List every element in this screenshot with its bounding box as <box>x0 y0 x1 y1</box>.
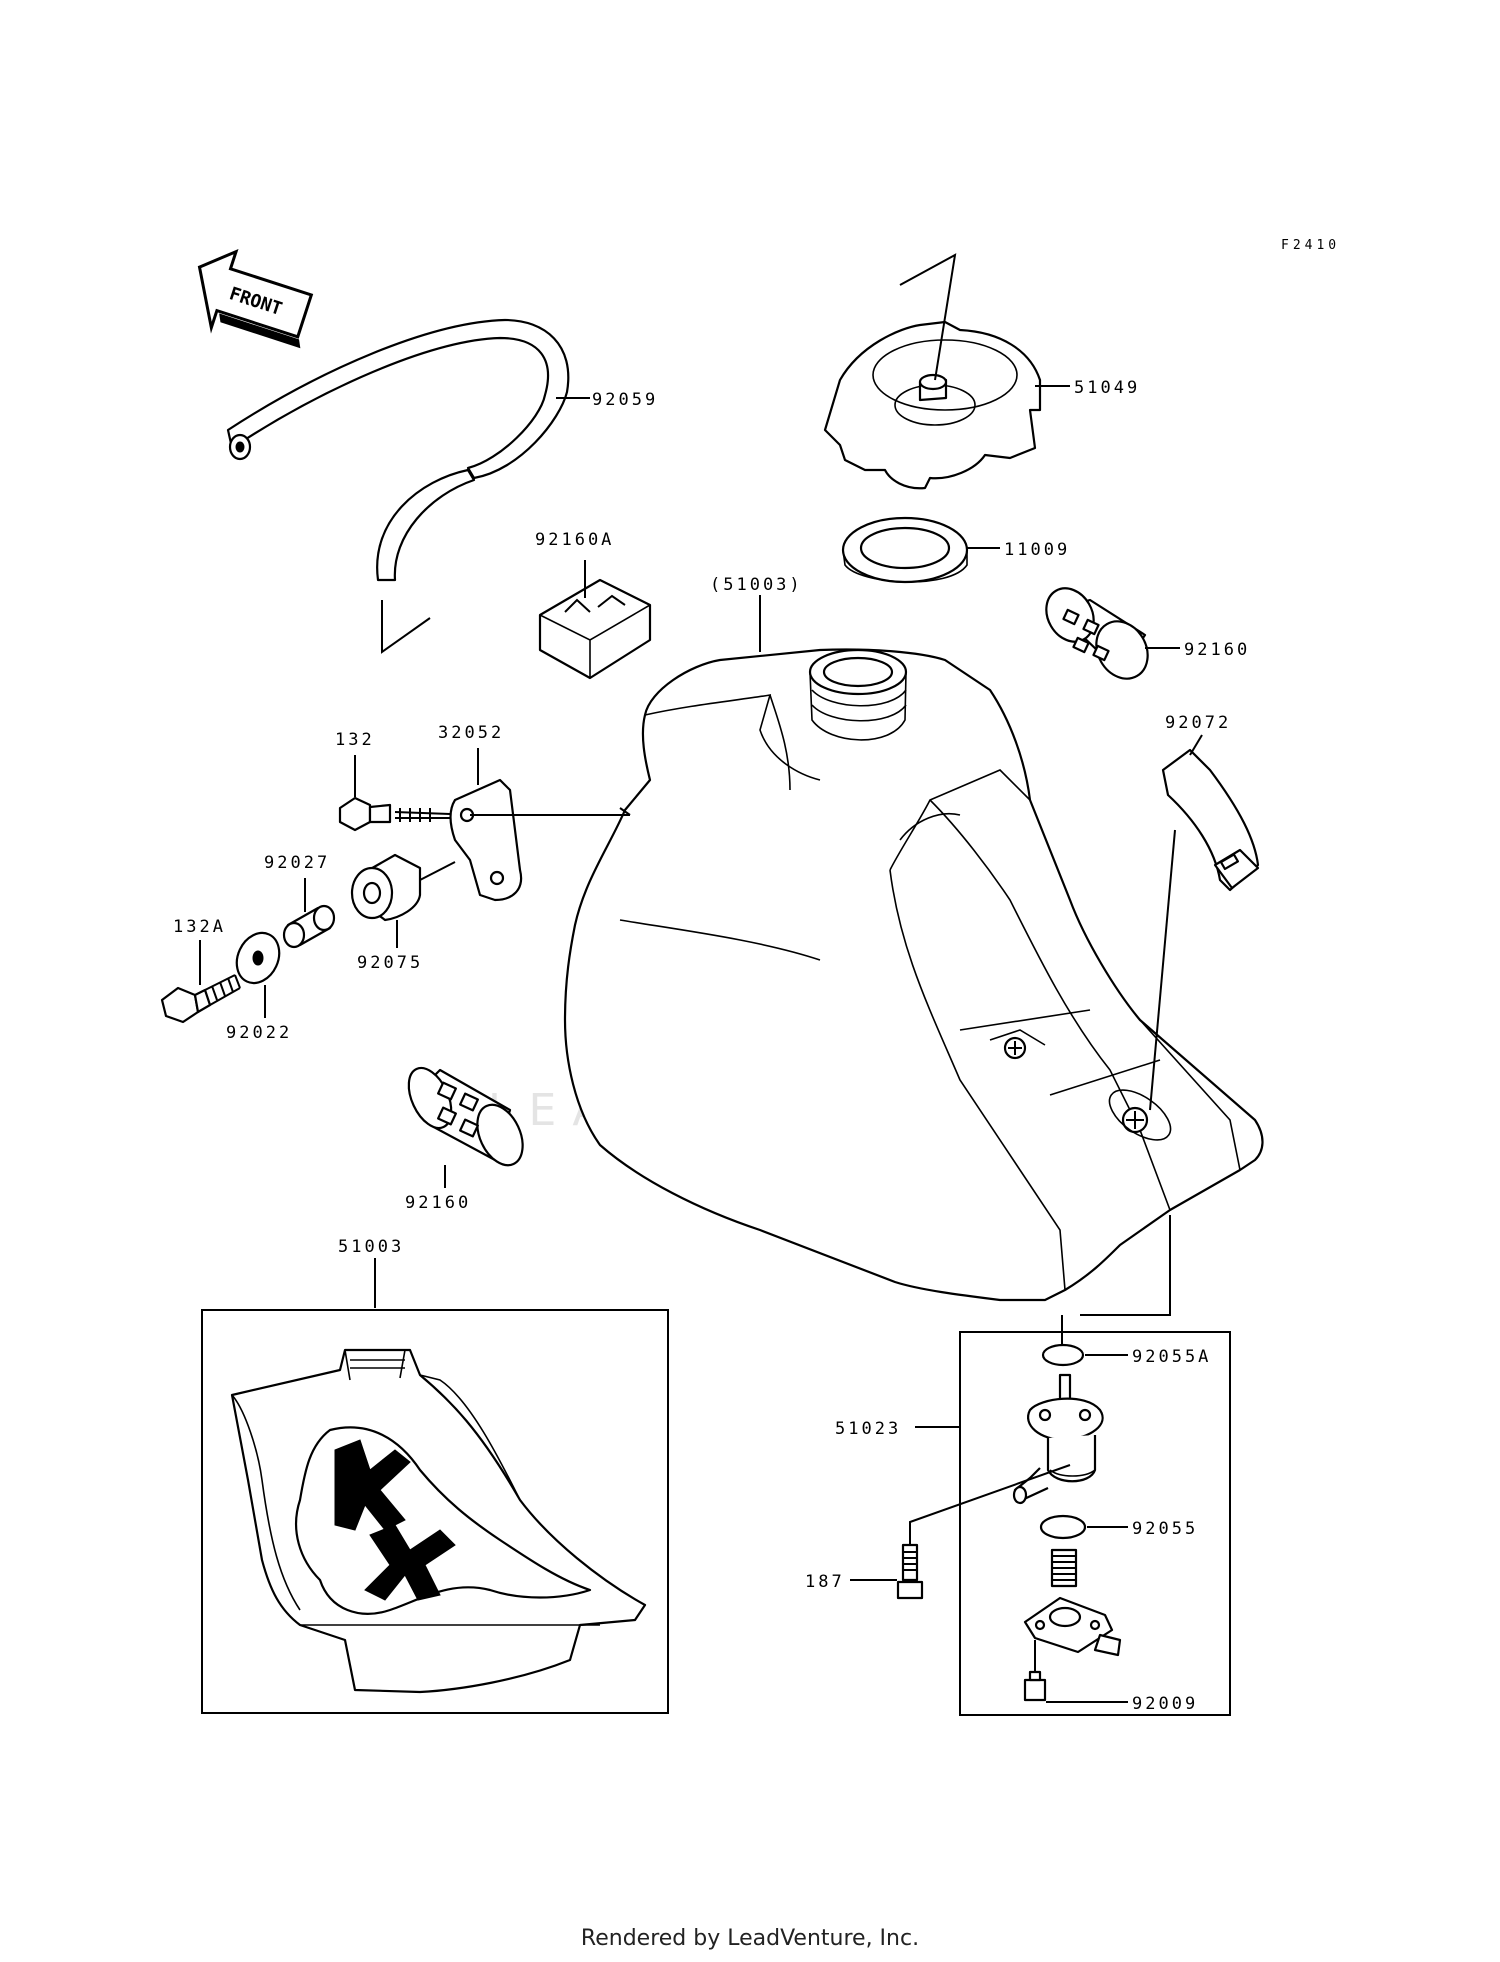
cap-gasket <box>841 516 969 584</box>
label-cock-bolt: 187 <box>805 1572 845 1592</box>
front-arrow-icon: FRONT <box>197 248 314 349</box>
label-cap: 51049 <box>1074 378 1140 398</box>
bolt-132a <box>160 974 241 1024</box>
label-damper: 92075 <box>357 953 423 973</box>
label-screw: 92009 <box>1132 1694 1198 1714</box>
tank-bracket <box>449 778 631 902</box>
washer <box>235 931 281 985</box>
rubber-band-left <box>407 1066 524 1167</box>
rubber-band-block <box>538 578 652 680</box>
collar <box>282 904 336 949</box>
label-band-left: 92160 <box>405 1193 471 1213</box>
figure-code: F2410 <box>1281 238 1340 253</box>
tank-decal-box <box>201 1309 669 1714</box>
label-fuel-cock: 51023 <box>835 1419 901 1439</box>
label-bracket: 32052 <box>438 723 504 743</box>
fuel-cock-box <box>959 1331 1231 1716</box>
label-tank-ref: (51003) <box>710 575 803 595</box>
rubber-damper <box>350 853 456 922</box>
decal-tank <box>230 1348 647 1694</box>
label-o-ring-a: 92055A <box>1132 1347 1211 1367</box>
label-bolt-a: 132A <box>173 917 226 937</box>
leader-strap <box>1189 734 1203 756</box>
label-gasket: 11009 <box>1004 540 1070 560</box>
fuel-tank <box>563 648 1264 1302</box>
label-tank-decal: 51003 <box>338 1237 404 1257</box>
label-collar: 92027 <box>264 853 330 873</box>
cock-plate <box>1023 1596 1122 1657</box>
label-bolt: 132 <box>335 730 375 750</box>
breather-hose <box>226 318 570 654</box>
tank-strap <box>1149 748 1260 1111</box>
label-hose: 92059 <box>592 390 658 410</box>
label-o-ring: 92055 <box>1132 1519 1198 1539</box>
fuel-cap <box>823 253 1042 490</box>
footer-credit: Rendered by LeadVenture, Inc. <box>580 1926 920 1951</box>
bolt-132 <box>338 796 451 832</box>
bolt-187 <box>896 1464 1071 1600</box>
fuel-cock-leader-group <box>1061 1215 1171 1345</box>
o-ring <box>1039 1514 1087 1540</box>
o-ring-a <box>1041 1343 1085 1367</box>
spring <box>1050 1548 1078 1588</box>
label-band-a: 92160A <box>535 530 614 550</box>
label-washer: 92022 <box>226 1023 292 1043</box>
rubber-band-right <box>1045 587 1149 680</box>
label-band-right: 92160 <box>1184 640 1250 660</box>
label-strap: 92072 <box>1165 713 1231 733</box>
fuel-cock <box>1012 1373 1104 1505</box>
screw <box>1023 1640 1047 1702</box>
